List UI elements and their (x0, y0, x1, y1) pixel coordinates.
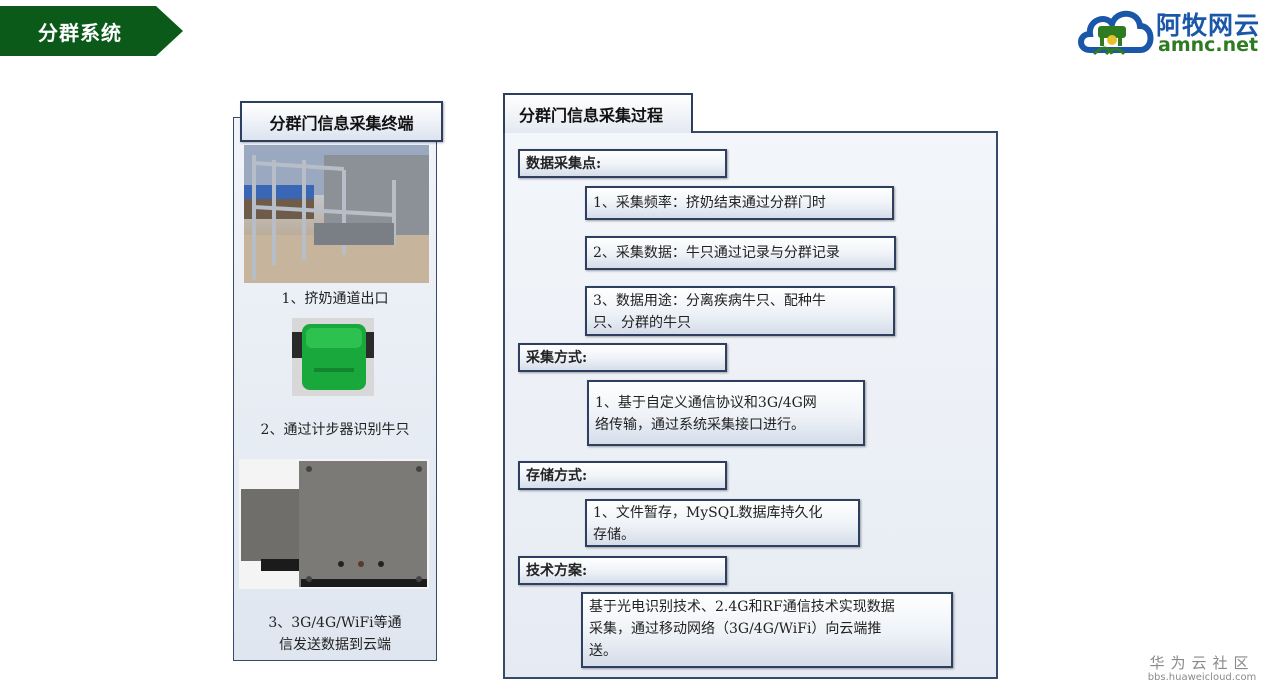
gray-communication-box-photo (239, 459, 429, 589)
terminal-caption-3: 3、3G/4G/WiFi等通 信发送数据到云端 (233, 612, 437, 656)
technical-solution-item-1-line1: 基于光电识别技术、2.4G和RF通信技术实现数据 (589, 599, 895, 615)
technical-solution-item-1-line2: 采集，通过移动网络（3G/4G/WiFi）向云端推 (589, 621, 882, 637)
collection-point-item-3-line2: 只、分群的牛只 (593, 315, 691, 331)
logo-name-cn: 阿牧网云 (1156, 11, 1261, 40)
terminal-caption-1: 1、挤奶通道出口 (281, 291, 389, 307)
collection-method-item-1-line1: 1、基于自定义通信协议和3G/4G网 (595, 395, 817, 411)
collection-point-item-1: 1、采集频率：挤奶结束通过分群门时 (585, 186, 894, 220)
cloud-cow-logo-icon (1078, 10, 1154, 56)
terminal-caption-3-line1: 3、3G/4G/WiFi等通 (268, 615, 402, 631)
green-pedometer-photo (292, 318, 374, 396)
terminal-caption-2: 2、通过计步器识别牛只 (260, 422, 410, 438)
watermark-en: bbs.huaweicloud.com (1147, 672, 1257, 683)
watermark-cn: 华为云社区 (1149, 654, 1255, 672)
technical-solution-item-1: 基于光电识别技术、2.4G和RF通信技术实现数据 采集，通过移动网络（3G/4G… (581, 592, 953, 668)
section-heading-technical-solution: 技术方案: (518, 556, 727, 585)
collection-point-item-3: 3、数据用途：分离疾病牛只、配种牛 只、分群的牛只 (585, 286, 895, 336)
terminal-panel-title: 分群门信息采集终端 (240, 101, 443, 142)
technical-solution-item-1-line3: 送。 (589, 643, 617, 659)
milking-exit-gate-photo (244, 145, 429, 283)
amnc-logo: 阿牧网云 amnc.net (1076, 4, 1262, 58)
storage-method-item-1-line1: 1、文件暂存，MySQL数据库持久化 (593, 505, 823, 521)
collection-point-item-3-line1: 3、数据用途：分离疾病牛只、配种牛 (593, 293, 826, 309)
collection-method-item-1: 1、基于自定义通信协议和3G/4G网 络传输，通过系统采集接口进行。 (587, 380, 865, 446)
section-title-banner: 分群系统 (0, 6, 183, 56)
terminal-caption-3-line2: 信发送数据到云端 (279, 637, 391, 653)
section-title: 分群系统 (38, 20, 122, 45)
process-panel-title: 分群门信息采集过程 (503, 93, 693, 133)
section-heading-collection-points: 数据采集点: (518, 149, 727, 178)
collection-method-item-1-line2: 络传输，通过系统采集接口进行。 (595, 417, 805, 433)
logo-name-en: amnc.net (1158, 34, 1259, 56)
section-heading-collection-method: 采集方式: (518, 343, 727, 372)
huawei-cloud-watermark: 华为云社区 bbs.huaweicloud.com (1147, 652, 1257, 683)
section-heading-storage-method: 存储方式: (518, 461, 727, 490)
storage-method-item-1-line2: 存储。 (593, 527, 635, 543)
storage-method-item-1: 1、文件暂存，MySQL数据库持久化 存储。 (585, 499, 860, 547)
collection-point-item-2: 2、采集数据：牛只通过记录与分群记录 (585, 236, 896, 270)
